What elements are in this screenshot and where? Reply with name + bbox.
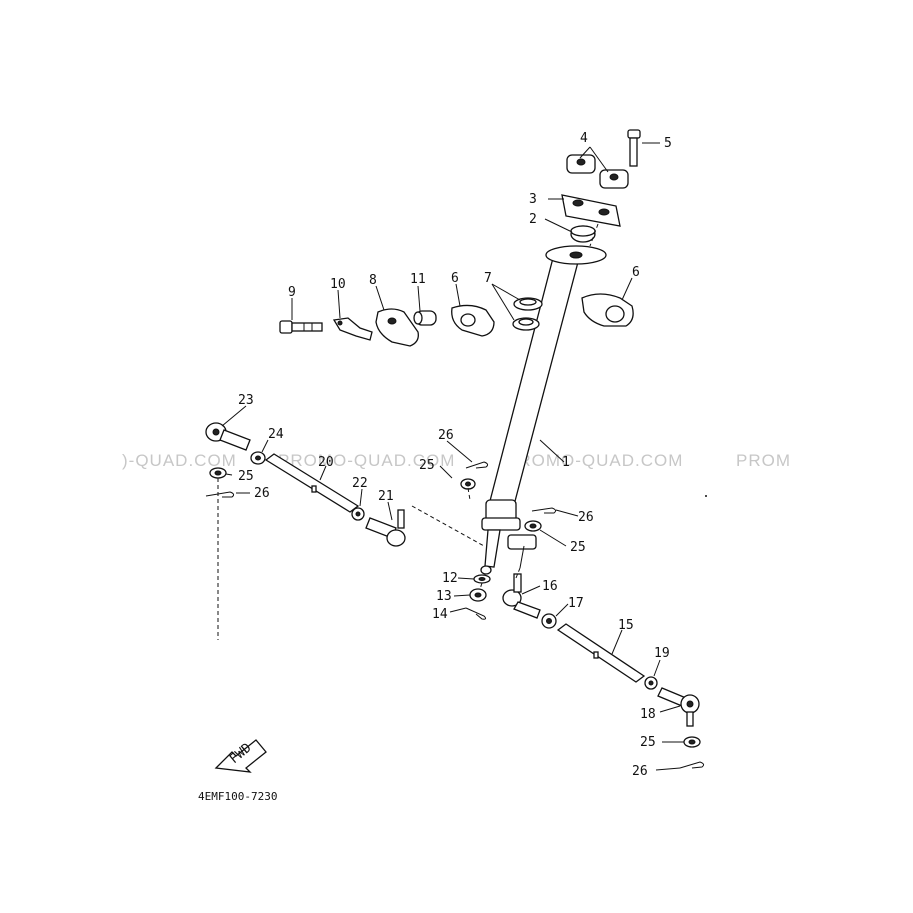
tie-rod-end-16 xyxy=(502,573,541,619)
callout-9: 9 xyxy=(288,285,296,300)
callout-26-right-shaft: 26 xyxy=(578,510,594,525)
cotter-pin-right-shaft xyxy=(531,507,557,514)
castle-nut-center xyxy=(460,478,476,490)
callout-26-center: 26 xyxy=(438,428,454,443)
callout-6-right: 6 xyxy=(632,265,640,280)
drawing-code: 4EMF100-7230 xyxy=(198,790,277,803)
callout-6-left: 6 xyxy=(451,271,459,286)
tie-rod-end-left xyxy=(205,422,251,451)
bushings xyxy=(512,297,543,331)
nut-17 xyxy=(541,613,557,629)
callout-5: 5 xyxy=(664,136,672,151)
callout-20: 20 xyxy=(318,455,334,470)
castle-nut-left xyxy=(209,467,227,479)
callout-2: 2 xyxy=(529,212,537,227)
callout-8: 8 xyxy=(369,273,377,288)
collar-holder xyxy=(375,308,419,347)
callout-19: 19 xyxy=(654,646,670,661)
bushing-clamp-left xyxy=(451,304,495,337)
callout-17: 17 xyxy=(568,596,584,611)
callout-22: 22 xyxy=(352,476,368,491)
watermark-right: PROM xyxy=(736,451,791,470)
nut-19 xyxy=(644,676,658,690)
holder-bolt xyxy=(627,129,641,167)
watermark-center-left: PROMO-QUAD.COM xyxy=(278,451,455,470)
collar xyxy=(413,310,437,326)
nut-24 xyxy=(250,451,266,465)
callout-3: 3 xyxy=(529,192,537,207)
callout-7: 7 xyxy=(484,271,492,286)
callout-4: 4 xyxy=(580,131,588,146)
watermark-left: )-QUAD.COM xyxy=(122,451,237,470)
leader-lines xyxy=(217,142,684,771)
callout-15: 15 xyxy=(618,618,634,633)
callout-25-left: 25 xyxy=(238,469,254,484)
callout-25-center: 25 xyxy=(419,458,435,473)
cotter-pin-left xyxy=(205,491,235,498)
callout-10: 10 xyxy=(330,277,346,292)
callout-21: 21 xyxy=(378,489,394,504)
damper xyxy=(570,225,596,243)
watermark-center-right: PROMO-QUAD.COM xyxy=(506,451,683,470)
watermark-band: )-QUAD.COM PROMO-QUAD.COM PROMO-QUAD.COM… xyxy=(122,451,791,470)
callout-26-bottom: 26 xyxy=(632,764,648,779)
upper-bushing-clamp xyxy=(581,293,634,327)
plate-10 xyxy=(332,317,373,341)
stray-dot xyxy=(705,495,707,497)
lower-holder-bracket xyxy=(561,194,621,227)
callout-25-bottom: 25 xyxy=(640,735,656,750)
callout-25-right-shaft: 25 xyxy=(570,540,586,555)
castle-nut-bottom xyxy=(683,736,701,748)
callout-labels: 4 5 3 2 6 9 10 8 11 6 7 23 24 26 25 20 2… xyxy=(238,131,672,779)
steering-column-shaft xyxy=(480,245,607,575)
tie-rod-end-18 xyxy=(657,687,700,727)
nut-22 xyxy=(351,507,365,521)
cotter-pin-14 xyxy=(465,607,487,620)
callout-26-left: 26 xyxy=(254,486,270,501)
callout-11: 11 xyxy=(410,272,426,287)
cotter-pin-center xyxy=(465,461,489,469)
fwd-arrow-icon: FWD xyxy=(214,739,267,773)
cotter-pin-bottom xyxy=(679,761,705,769)
callout-18: 18 xyxy=(640,707,656,722)
callout-23: 23 xyxy=(238,393,254,408)
callout-1: 1 xyxy=(562,455,570,470)
washer-12 xyxy=(473,574,491,584)
tie-rod-20 xyxy=(264,453,360,513)
tie-rod-15 xyxy=(556,623,646,683)
callout-14: 14 xyxy=(432,607,448,622)
nut-13 xyxy=(469,588,487,602)
castle-nut-right-shaft xyxy=(524,520,542,532)
bolt-9 xyxy=(279,320,323,334)
handlebar-holders xyxy=(566,154,629,189)
callout-16: 16 xyxy=(542,579,558,594)
callout-24: 24 xyxy=(268,427,284,442)
callout-12: 12 xyxy=(442,571,458,586)
callout-13: 13 xyxy=(436,589,452,604)
tie-rod-end-21 xyxy=(365,509,406,547)
